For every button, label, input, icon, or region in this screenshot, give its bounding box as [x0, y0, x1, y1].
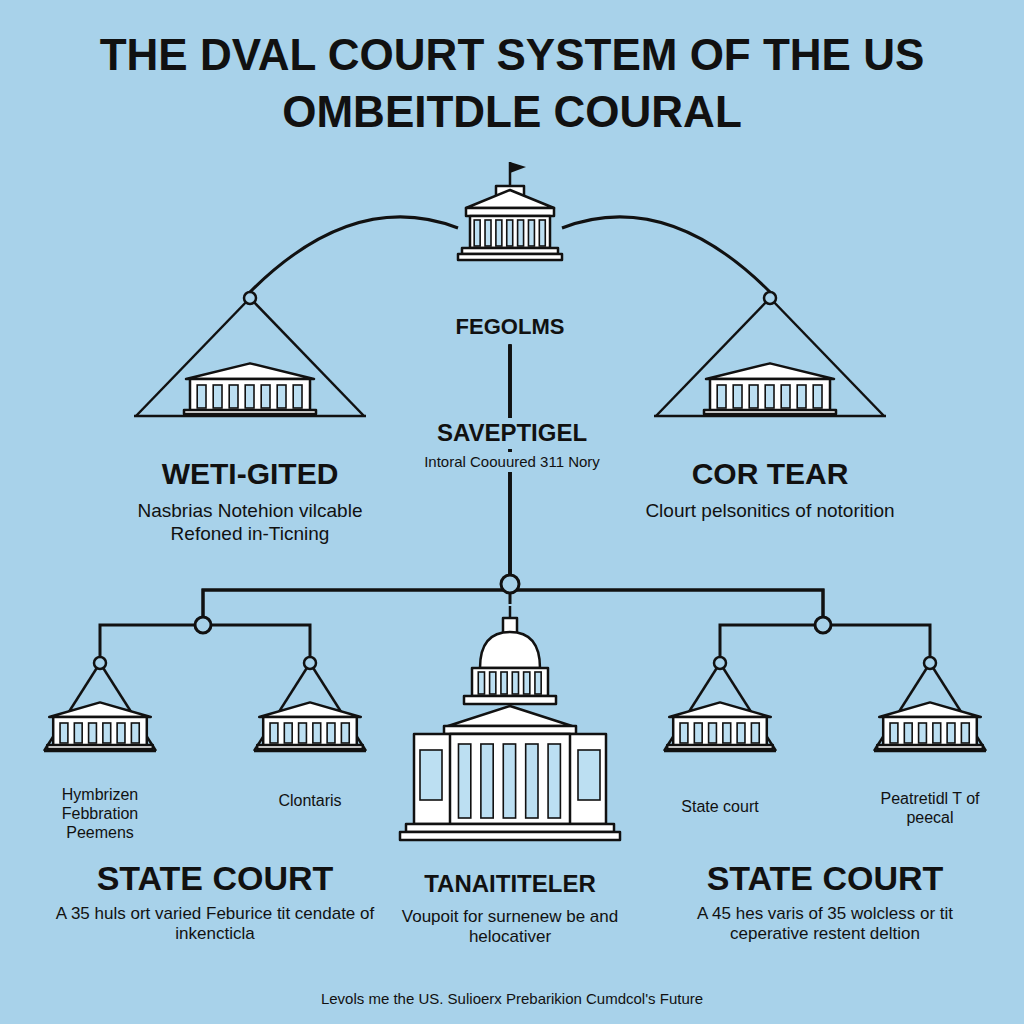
hub-dot [501, 575, 519, 593]
node-body: Voupoit for surnenew be and helocativer [395, 907, 625, 948]
junction-dot [815, 617, 831, 633]
node-icon [630, 290, 910, 420]
federal-court-node: FEGOLMS [450, 158, 570, 340]
federal-building-icon [450, 158, 570, 262]
node-body: Nasbrias Notehion vilcable Refoned in-Ti… [110, 500, 390, 546]
node-icon [30, 655, 170, 755]
state-court-node: Hymbrizen Febbration Peemens [30, 655, 170, 843]
state-court-node: State court [650, 655, 790, 816]
hub-heading: SAVEPTIGEL [431, 418, 593, 449]
node-icon [395, 604, 625, 844]
court-icon [40, 655, 160, 755]
junction-dot [195, 617, 211, 633]
section-body: A 35 huls ort varied Feburice tit cendat… [55, 904, 375, 945]
court-branch-node: COR TEAR Clourt pelsonitics of notorition [630, 290, 910, 523]
node-body: Clourt pelsonitics of notorition [630, 500, 910, 523]
court-icon [660, 655, 780, 755]
diagram-caption: Levols me the US. Sulioerx Prebarikion C… [40, 990, 984, 1008]
node-heading: FEGOLMS [450, 314, 570, 340]
node-heading: COR TEAR [630, 456, 910, 492]
section-heading: STATE COURT [55, 858, 375, 899]
state-court-node: Clontaris [240, 655, 380, 810]
node-icon [240, 655, 380, 755]
node-icon [860, 655, 1000, 755]
hub-note: Intoral Coouured 311 Nory [418, 452, 606, 472]
section-body: A 45 hes varis of 35 wolcless or tit cep… [660, 904, 990, 945]
node-heading: Clontaris [240, 791, 380, 810]
node-heading: Peatretidl T of peecal [860, 789, 1000, 827]
node-heading: WETI-GITED [110, 456, 390, 492]
court-icon [130, 290, 370, 420]
court-icon [250, 655, 370, 755]
court-icon [650, 290, 890, 420]
node-icon [650, 655, 790, 755]
court-branch-node: WETI-GITED Nasbrias Notehion vilcable Ref… [110, 290, 390, 546]
capitol-node: TANAITITELER Voupoit for surnenew be and … [395, 604, 625, 948]
court-icon [870, 655, 990, 755]
node-heading: Hymbrizen Febbration Peemens [30, 785, 170, 843]
capitol-icon [395, 604, 625, 844]
state-court-node: Peatretidl T of peecal [860, 655, 1000, 827]
connector-line [250, 217, 458, 292]
diagram-title: THE DVAL COURT SYSTEM OF THE US OMBEITDL… [62, 26, 962, 140]
node-icon [110, 290, 390, 420]
section-heading: STATE COURT [660, 858, 990, 899]
connector-line [562, 217, 770, 292]
node-icon [450, 158, 570, 262]
node-heading: State court [650, 797, 790, 816]
node-heading: TANAITITELER [395, 870, 625, 899]
connector-line [510, 344, 930, 657]
